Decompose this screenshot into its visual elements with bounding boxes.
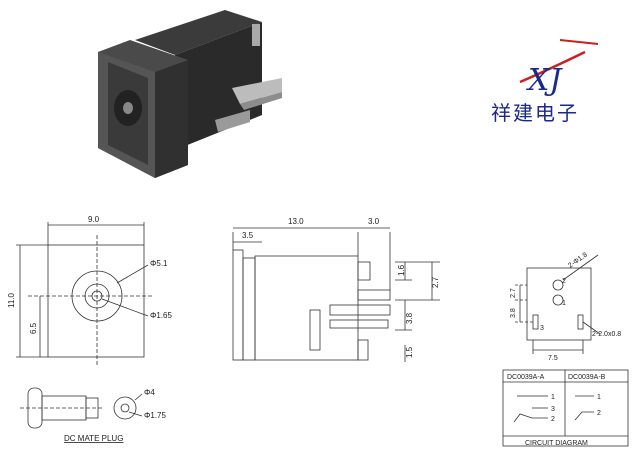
side-dim-a: 1.6: [397, 264, 406, 276]
brand-logo: XJ: [519, 39, 599, 98]
circuit-a-pin-2: 2: [551, 416, 555, 423]
mate-plug-inner-dia: Φ1.75: [144, 411, 167, 420]
circuit-col-b: DC0039A-B: [568, 374, 606, 381]
side-view-drawing: [232, 227, 440, 362]
connector-product-image: [98, 10, 282, 178]
pcb-dim-left-top: 2.7: [510, 288, 517, 298]
front-width-dim: 9.0: [88, 215, 100, 224]
pcb-layout-drawing: [515, 254, 601, 354]
circuit-diagram-table: [502, 369, 629, 447]
logo-text: XJ: [526, 63, 563, 98]
pcb-slot-dim: 2-2.0x0.8: [592, 331, 621, 338]
front-outer-dia: Φ5.1: [150, 259, 168, 268]
pcb-dim-top: 2-Φ1.8: [567, 251, 589, 269]
side-rear-dim: 3.0: [368, 217, 380, 226]
front-height-dim: 11.0: [7, 292, 16, 308]
pcb-pin-1: 1: [562, 300, 566, 307]
company-name: 祥建电子: [491, 101, 579, 125]
circuit-col-a: DC0039A-A: [507, 374, 545, 381]
circuit-b-pin-2: 2: [597, 410, 601, 417]
pcb-dim-left-bottom: 3.8: [510, 308, 517, 318]
front-pin-dia: Φ1.65: [150, 311, 173, 320]
pcb-pin-3: 3: [540, 325, 544, 332]
pcb-width-dim: 7.5: [548, 355, 558, 362]
mate-plug-label: DC MATE PLUG: [64, 434, 123, 443]
mate-plug-outer-dia: Φ4: [144, 388, 155, 397]
side-dim-b: 2.7: [431, 276, 440, 288]
side-front-dim: 3.5: [242, 231, 254, 240]
side-dim-d: 1.5: [405, 346, 414, 358]
pcb-pin-2: 2: [562, 278, 566, 285]
side-length-dim: 13.0: [288, 217, 304, 226]
mate-plug-drawing: [20, 387, 143, 429]
circuit-caption: CIRCUIT DIAGRAM: [525, 440, 588, 447]
front-center-dim: 6.5: [29, 322, 38, 334]
circuit-a-pin-1: 1: [551, 394, 555, 401]
circuit-b-pin-1: 1: [597, 394, 601, 401]
circuit-a-pin-3: 3: [551, 406, 555, 413]
side-dim-c: 3.8: [405, 312, 414, 324]
front-view-drawing: [16, 222, 154, 365]
